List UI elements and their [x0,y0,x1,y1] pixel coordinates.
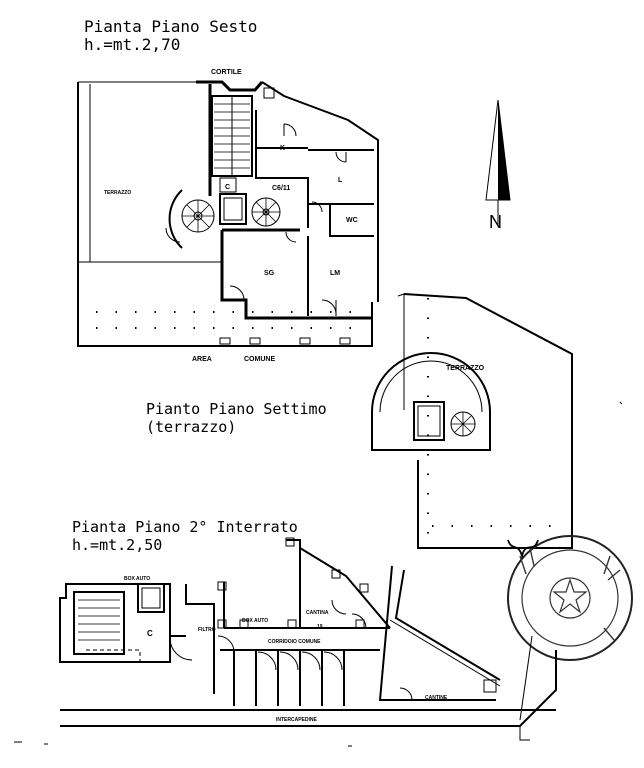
room-label-lm: LM [330,270,340,277]
room-label-cantine: CANTINE [425,695,448,701]
area-label: AREA [192,356,212,363]
room-label-intercapedine: INTERCAPEDINE [276,717,318,723]
basement-plan: BOX AUTO C FILTRO BOX AUTO CANTINA 19 CO… [59,537,557,741]
unit-label-c6-11: C6/11 [272,185,290,192]
sixth-floor-title: Pianta Piano Sesto [84,17,257,36]
room-label-corridoio: CORRIDOIO COMUNE [268,639,321,645]
seventh-floor-plan: TERRAZZO [371,293,573,549]
room-label-wc: WC [346,217,358,224]
room-label-c: C [225,184,230,191]
official-seal-icon [507,535,633,721]
sixth-floor-height: h.=mt.2,70 [84,35,180,54]
unit-label-19: 19 [317,624,323,630]
seventh-floor-subtitle: (terrazzo) [146,418,236,436]
basement-height: h.=mt.2,50 [72,536,162,554]
north-label: N [489,212,502,232]
room-label-k: K [280,145,285,152]
room-label-filtro: FILTRO [198,627,216,633]
room-label-terrazzo-7: TERRAZZO [446,365,485,372]
basement-title: Pianta Piano 2° Interrato [72,518,298,536]
room-label-cortile: CORTILE [211,69,242,76]
sixth-floor-plan: CORTILE TERRAZZO K L C C6/11 WC SG LM AR… [77,69,379,363]
scan-marks [14,401,623,747]
north-arrow-icon: N [485,99,511,232]
room-label-terrazzo: TERRAZZO [104,190,131,196]
room-label-sg: SG [264,270,275,277]
room-label-c-basement: C [147,629,153,638]
seventh-floor-title: Pianto Piano Settimo [146,400,327,418]
room-label-l: L [338,177,343,184]
room-label-cantina: CANTINA [306,610,329,616]
room-label-box-auto-2: BOX AUTO [242,618,268,624]
room-label-box-auto-1: BOX AUTO [124,576,150,582]
comune-label: COMUNE [244,356,275,363]
